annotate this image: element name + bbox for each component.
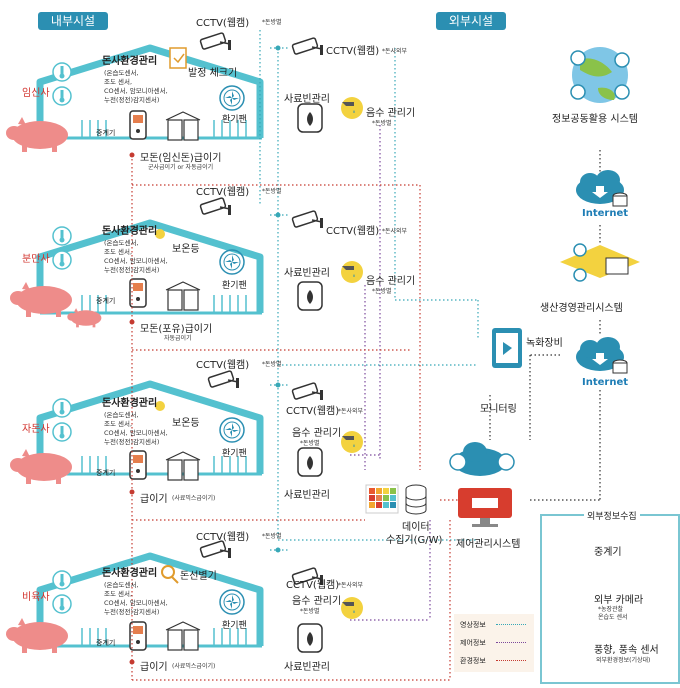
collector-label: 데이터 — [402, 522, 430, 533]
fan-label: 환기팬 — [222, 621, 247, 631]
feed-label: 사료빈관리 — [284, 662, 330, 673]
env-sensor: 누전(정전)감지센서) — [104, 266, 160, 274]
cctv-inner-sub: *돈방별 — [262, 361, 282, 368]
cctv-inner-label: CCTV(웹캠) — [196, 18, 250, 29]
extra-device: 돈선별기 — [180, 571, 217, 582]
cctv-outer-label: CCTV(웹캠) — [326, 46, 380, 57]
env-sensor: CO센서, 암모니아센서, — [104, 429, 168, 437]
cctv-inner-label: CCTV(웹캠) — [196, 532, 250, 543]
env-sensor: (온습도센서, — [104, 69, 139, 77]
collector-label: 수집기(G/W) — [386, 535, 443, 546]
farm-label: 비육사 — [22, 592, 50, 603]
water-label: 음수 관리기 — [292, 428, 342, 439]
water-sub: *돈방별 — [372, 120, 392, 127]
feed-label: 사료빈관리 — [284, 268, 330, 279]
env-sensor: (온습도센서, — [104, 239, 139, 247]
env-sensor: 누전(정전)감지센서) — [104, 608, 160, 616]
feeder-sub: (사료믹스급이기) — [172, 663, 216, 670]
cctv-inner-sub: *돈방별 — [262, 533, 282, 540]
legend-control-line — [496, 642, 526, 643]
ext-item-label: 풍향, 풍속 센서 — [594, 645, 659, 656]
feed-label: 사료빈관리 — [284, 94, 330, 105]
production-mgmt-system-label: 생산경영관리시스템 — [540, 303, 623, 314]
outer-facility-header: 외부시설 — [436, 12, 506, 30]
relay-label: 중계기 — [96, 469, 116, 477]
cctv-inner-sub: *돈방별 — [262, 188, 282, 195]
legend: 영상정보 제어정보 환경정보 — [454, 614, 534, 672]
cctv-outer-sub: *돈사외부 — [382, 48, 408, 55]
legend-env: 환경정보 — [460, 657, 486, 665]
water-sub: *돈방별 — [372, 288, 392, 295]
inner-facility-header: 내부시설 — [38, 12, 108, 30]
water-sub: *돈방별 — [300, 440, 320, 447]
cctv-outer-label: CCTV(웹캠) — [286, 580, 340, 591]
legend-video-line — [496, 624, 526, 625]
ext-item-sub: 온습도 센서 — [598, 614, 628, 621]
farm-label: 분만사 — [22, 254, 50, 265]
relay-label: 중계기 — [96, 639, 116, 647]
env-sensor: 조도 센서, — [104, 590, 133, 598]
env-sensor: CO센서, 암모니아센서, — [104, 87, 168, 95]
cctv-outer-sub: *돈사외부 — [382, 228, 408, 235]
internet-label: Internet — [582, 208, 629, 219]
water-label: 음수 관리기 — [292, 596, 342, 607]
env-sensor: 조도 센서, — [104, 420, 133, 428]
farm-label: 임신사 — [22, 88, 50, 99]
env-sensor: 누전(정전)감지센서) — [104, 96, 160, 104]
relay-label: 중계기 — [96, 129, 116, 137]
env-sensor: 조도 센서, — [104, 248, 133, 256]
relay-label: 중계기 — [96, 297, 116, 305]
recorder-label: 녹화장비 — [526, 338, 563, 349]
water-label: 음수 관리기 — [366, 108, 416, 119]
fan-label: 환기팬 — [222, 449, 247, 459]
feeder-label: 모돈(임신돈)급이기 — [140, 153, 222, 164]
env-sensor: CO센서, 암모니아센서, — [104, 599, 168, 607]
ext-item-label: 중계기 — [594, 547, 622, 558]
feeder-label: 급이기 — [140, 662, 168, 673]
extra-device: 보온등 — [172, 244, 200, 255]
cctv-inner-label: CCTV(웹캠) — [196, 187, 250, 198]
cctv-outer-sub: *돈사외부 — [338, 408, 364, 415]
env-sensor: 누전(정전)감지센서) — [104, 438, 160, 446]
monitoring-label: 모니터링 — [480, 404, 517, 415]
feed-label: 사료빈관리 — [284, 490, 330, 501]
env-sensor: (온습도센서, — [104, 581, 139, 589]
env-sensor: (온습도센서, — [104, 411, 139, 419]
feeder-sub: 군사급이기 or 자동급이기 — [148, 164, 214, 171]
env-title: 돈사환경관리 — [102, 568, 158, 579]
env-title: 돈사환경관리 — [102, 226, 158, 237]
feeder-label: 모돈(포유)급이기 — [140, 324, 213, 335]
water-label: 음수 관리기 — [366, 276, 416, 287]
info-sharing-system-label: 정보공동활용 시스템 — [552, 114, 638, 125]
water-sub: *돈방별 — [300, 608, 320, 615]
legend-control: 제어정보 — [460, 639, 486, 647]
feeder-label: 급이기 — [140, 494, 168, 505]
cctv-outer-label: CCTV(웹캠) — [326, 226, 380, 237]
feeder-sub: (사료믹스급이기) — [172, 495, 216, 502]
ext-item-sub: 외부환경정보(기상대) — [596, 657, 651, 664]
cctv-inner-sub: *돈방별 — [262, 19, 282, 26]
cctv-outer-sub: *돈사외부 — [338, 582, 364, 589]
cctv-outer-label: CCTV(웹캠) — [286, 406, 340, 417]
env-sensor: CO센서, 암모니아센서, — [104, 257, 168, 265]
control-system-label: 제어관리시스템 — [456, 539, 521, 550]
feeder-sub: 자동급이기 — [164, 335, 192, 342]
ext-item-label: 외부 카메라 — [594, 595, 644, 606]
env-title: 돈사환경관리 — [102, 56, 158, 67]
extra-device: 발정 체크기 — [188, 68, 238, 79]
env-title: 돈사환경관리 — [102, 398, 158, 409]
external-info-title: 외부정보수집 — [584, 509, 640, 522]
farm-label: 자돈사 — [22, 424, 50, 435]
env-sensor: 조도 센서, — [104, 78, 133, 86]
fan-label: 환기팬 — [222, 281, 247, 291]
ext-item-sub: *농장관찰 — [598, 606, 624, 613]
extra-device: 보온등 — [172, 418, 200, 429]
legend-video: 영상정보 — [460, 621, 486, 629]
legend-env-line — [496, 660, 526, 661]
internet-label: Internet — [582, 377, 629, 388]
fan-label: 환기팬 — [222, 115, 247, 125]
cctv-inner-label: CCTV(웹캠) — [196, 360, 250, 371]
